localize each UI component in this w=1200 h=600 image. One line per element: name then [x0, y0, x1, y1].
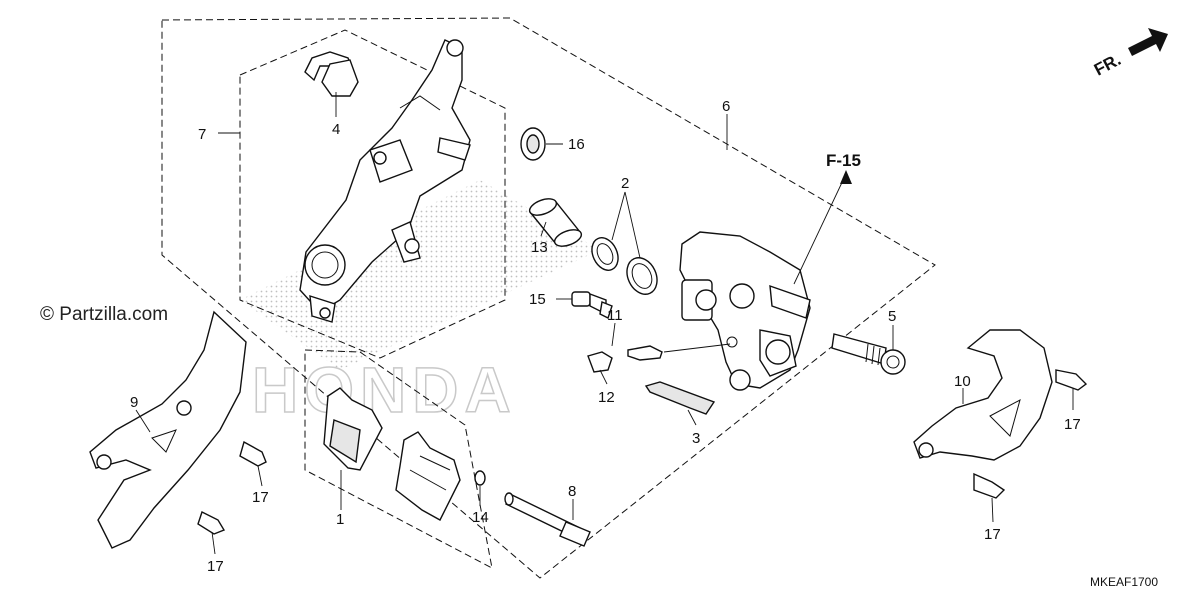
- caliper-assembly-outline: [161, 17, 936, 579]
- copyright-text: © Partzilla.com: [40, 304, 168, 325]
- callout-2: 2: [621, 175, 629, 192]
- callout-10: 10: [954, 373, 971, 390]
- callout-17-a: 17: [252, 489, 269, 506]
- svg-text:FR.: FR.: [1091, 50, 1124, 80]
- part-4-pad-spring-clip[interactable]: [304, 51, 359, 97]
- callout-6: 6: [722, 98, 730, 115]
- part-17-bolt-d[interactable]: [973, 472, 1006, 499]
- callout-8: 8: [568, 483, 576, 500]
- part-5-pin-bolt[interactable]: [831, 333, 906, 375]
- part-14-washer[interactable]: [474, 470, 486, 486]
- callout-17-b: 17: [207, 558, 224, 575]
- part-17-bolt-c[interactable]: [1055, 369, 1088, 391]
- part-2-piston-seals[interactable]: [587, 234, 663, 300]
- callout-17-d: 17: [984, 526, 1001, 543]
- part-13-piston[interactable]: [527, 196, 583, 250]
- part-12-bleeder-cap[interactable]: [587, 351, 613, 373]
- bracket-assembly-outline: [239, 29, 506, 359]
- part-1-brake-pads[interactable]: [323, 387, 461, 521]
- callout-5: 5: [888, 308, 896, 325]
- callout-1: 1: [336, 511, 344, 528]
- leader-lines: [135, 92, 1074, 555]
- part-8-pad-pin[interactable]: [504, 492, 591, 547]
- callout-9: 9: [130, 394, 138, 411]
- callout-7: 7: [198, 126, 206, 143]
- part-7-caliper-bracket[interactable]: [299, 39, 471, 323]
- honda-watermark: HONDA: [240, 180, 600, 427]
- part-3-pad-spring[interactable]: [644, 381, 716, 415]
- pad-set-outline: [304, 349, 493, 569]
- svg-text:HONDA: HONDA: [252, 354, 517, 426]
- part-17-bolt-a[interactable]: [239, 440, 267, 467]
- callout-16: 16: [568, 136, 585, 153]
- part-16-boot[interactable]: [520, 127, 546, 161]
- part-6-caliper-body[interactable]: [679, 231, 811, 391]
- callout-4: 4: [332, 121, 340, 138]
- callout-14: 14: [472, 509, 489, 526]
- part-11-bleeder-screw[interactable]: [627, 345, 663, 361]
- part-9-disc-guard[interactable]: [89, 310, 247, 549]
- callout-17-c: 17: [1064, 416, 1081, 433]
- diagram-code: MKEAF1700: [1090, 575, 1158, 589]
- reference-label: F-15: [826, 151, 861, 170]
- callout-12: 12: [598, 389, 615, 406]
- part-10-guard[interactable]: [913, 329, 1053, 461]
- front-direction-arrow-icon: FR.: [1091, 28, 1168, 80]
- callout-15: 15: [529, 291, 546, 308]
- part-17-bolt-b[interactable]: [197, 511, 226, 535]
- callout-13: 13: [531, 239, 548, 256]
- callout-3: 3: [692, 430, 700, 447]
- part-15-pin-bolt[interactable]: [571, 291, 613, 319]
- reference-arrow: [793, 170, 852, 285]
- callout-11: 11: [607, 307, 623, 324]
